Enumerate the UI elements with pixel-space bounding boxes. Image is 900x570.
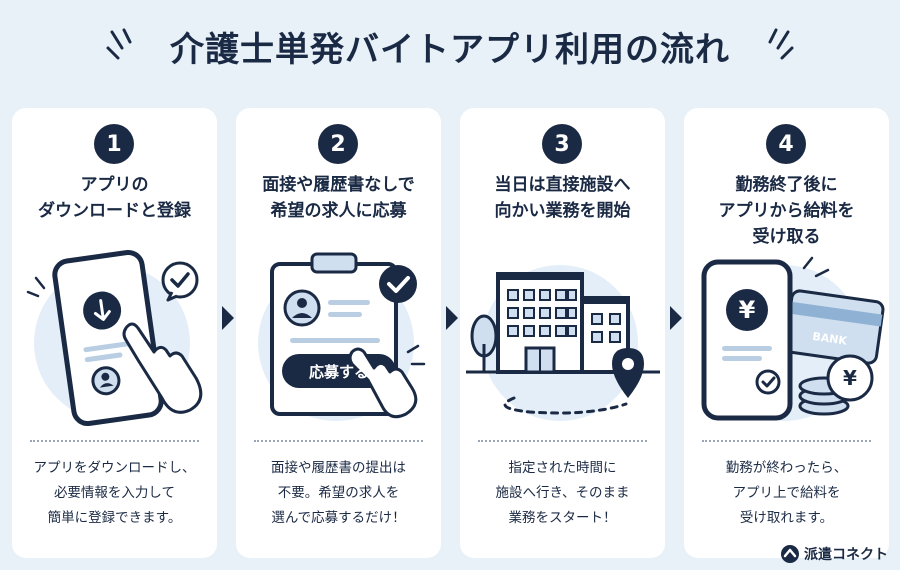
- yen-icon: [726, 289, 768, 331]
- chevron-right-icon: [670, 306, 682, 330]
- building-illustration: [466, 265, 660, 421]
- divider: [254, 440, 423, 442]
- divider: [30, 440, 199, 442]
- step-number-badge: 2: [318, 124, 358, 164]
- tree-icon: [470, 314, 498, 372]
- step-heading: 面接や履歴書なしで 希望の求人に応募: [262, 175, 415, 221]
- user-icon: [283, 289, 321, 327]
- brand-logo: 派遣コネクト: [780, 544, 888, 564]
- step-number-badge: 1: [94, 124, 134, 164]
- step-description: 指定された時間に 施設へ行き、そのまま 業務をスタート！: [495, 460, 630, 526]
- step-card-2: 2 面接や履歴書なしで 希望の求人に応募 応募する 面接や履歴書の提出は 不要。…: [236, 108, 441, 558]
- yen-symbol: ¥: [738, 296, 756, 324]
- brand-name: 派遣コネクト: [804, 547, 888, 563]
- step-description: 勤務が終わったら、 アプリ上で給料を 受け取れます。: [725, 460, 848, 526]
- page-title: 介護士単発バイトアプリ利用の流れ: [170, 29, 730, 70]
- step-description: アプリをダウンロードし、 必要情報を入力して 簡単に登録できます。: [33, 460, 196, 526]
- hand-pointer-icon: [348, 347, 418, 419]
- sparkle-right-icon: [768, 28, 794, 60]
- sparkle-left-icon: [106, 28, 132, 60]
- divider: [478, 440, 647, 442]
- bank-card-icon: [783, 289, 885, 365]
- sparkle-icon: [802, 256, 830, 278]
- sparkle-icon: [406, 344, 426, 366]
- brand-logo-icon: [781, 545, 799, 563]
- window-grid: [507, 289, 621, 343]
- check-icon: [755, 369, 781, 395]
- location-pin-icon: [612, 348, 644, 398]
- coin-yen-symbol: ¥: [843, 366, 857, 390]
- title-bar: 介護士単発バイトアプリ利用の流れ: [0, 14, 900, 78]
- step-card-4: 4 勤務終了後に アプリから給料を 受け取る ¥ ¥ BANK 勤務が終わったら…: [684, 108, 889, 558]
- step-description: 面接や履歴書の提出は 不要。希望の求人を 選んで応募するだけ！: [271, 460, 406, 526]
- coin-stack-icon: [798, 354, 874, 416]
- step-heading: 当日は直接施設へ 向かい業務を開始: [494, 175, 631, 221]
- salary-illustration: [701, 256, 885, 421]
- apply-button: 応募する: [308, 362, 369, 381]
- check-icon: [161, 261, 199, 302]
- step-heading: 勤務終了後に アプリから給料を 受け取る: [718, 175, 855, 247]
- step-card-1: 1 アプリの ダウンロードと登録 アプリをダウンロードし、 必要情報を入力して …: [12, 108, 217, 558]
- chevron-right-icon: [446, 306, 458, 330]
- hand-pointer-icon: [122, 322, 203, 414]
- step-heading: アプリの ダウンロードと登録: [38, 175, 191, 221]
- clipboard-illustration: [258, 252, 426, 421]
- step-card-3: 3 当日は直接施設へ 向かい業務を開始 指定された時間: [460, 108, 665, 558]
- step-number-badge: 4: [766, 124, 806, 164]
- step-number-badge: 3: [542, 124, 582, 164]
- sparkle-icon: [26, 276, 46, 298]
- check-icon: [379, 265, 417, 303]
- chevron-right-icon: [222, 306, 234, 330]
- phone-download-illustration: [26, 249, 203, 427]
- divider: [702, 440, 871, 442]
